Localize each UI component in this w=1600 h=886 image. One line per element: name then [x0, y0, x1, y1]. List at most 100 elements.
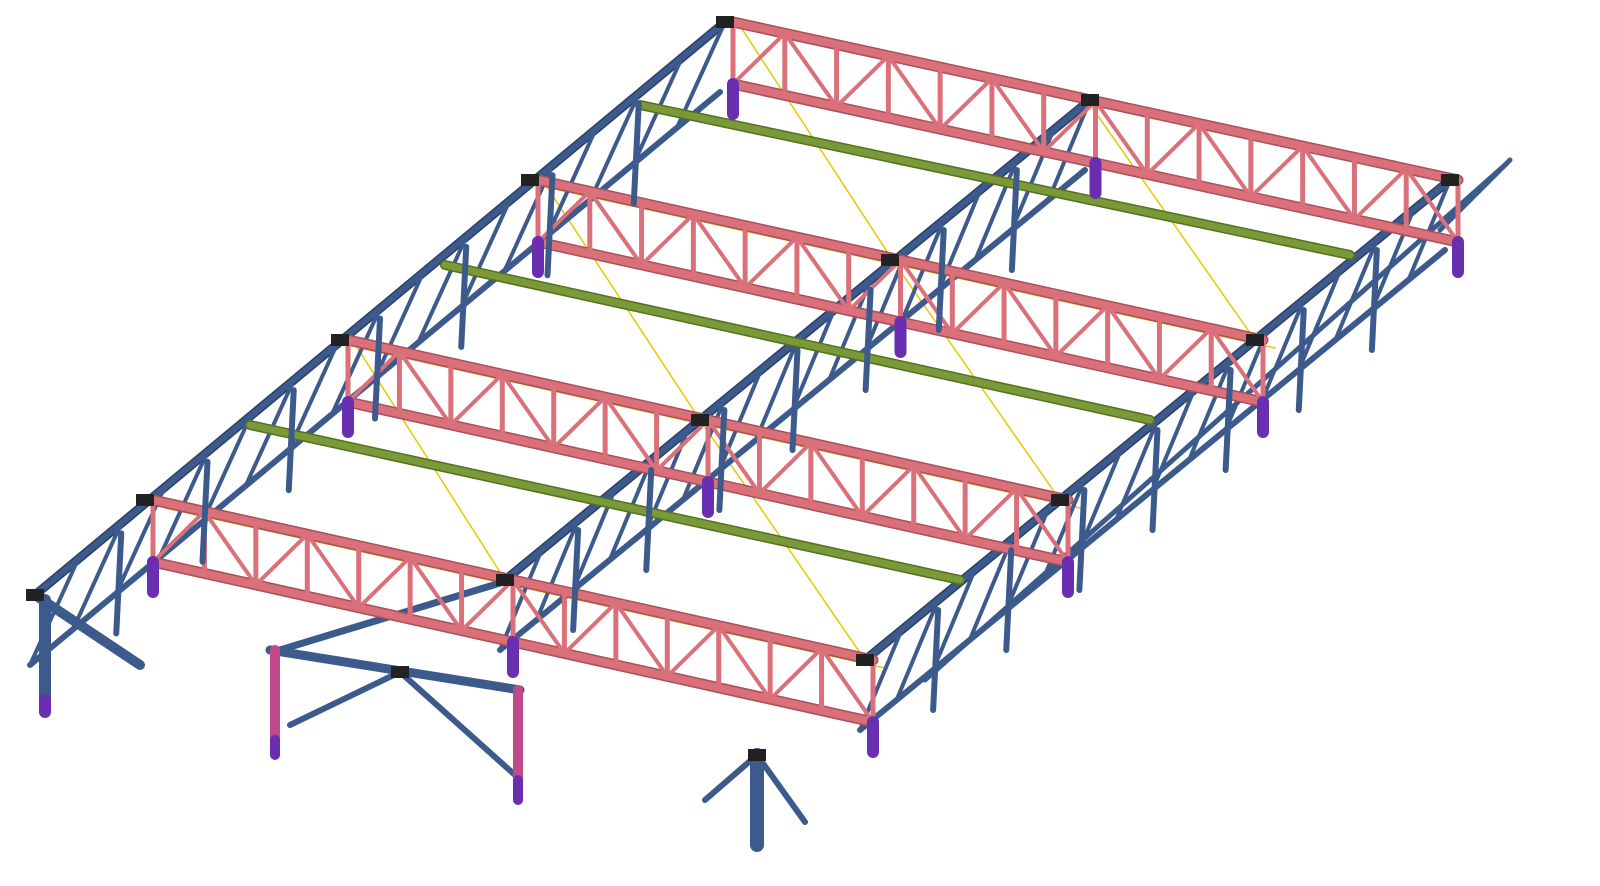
truss-diagonal	[706, 418, 762, 496]
blue-column	[1003, 547, 1015, 653]
truss-diagonal	[448, 372, 505, 427]
truss-diagonal	[603, 395, 659, 473]
portal-brace	[30, 590, 145, 670]
portal-brace	[287, 669, 403, 728]
chord-diagonal	[1046, 98, 1092, 202]
chord-diagonal	[1333, 238, 1379, 342]
truss-diagonal	[202, 509, 258, 587]
node-plate	[136, 494, 154, 506]
truss-diagonal	[1300, 144, 1357, 222]
truss-diagonal	[757, 440, 813, 496]
truss-diagonal	[1209, 326, 1265, 404]
blue-column	[935, 227, 947, 333]
chord-diagonal	[894, 598, 941, 702]
chord-diagonal	[1260, 298, 1306, 402]
blue-column	[1076, 487, 1088, 593]
blue-column	[1222, 367, 1234, 473]
node-plate	[716, 16, 734, 28]
chord-diagonal	[71, 521, 124, 632]
column-strut	[702, 752, 760, 803]
truss-diagonal	[1404, 166, 1460, 244]
node-plate	[881, 254, 899, 266]
edge-bracing	[922, 162, 1508, 683]
purlin-beam	[636, 101, 1354, 259]
truss-diagonal	[1002, 280, 1058, 359]
truss-diagonal	[1145, 121, 1202, 177]
chord-diagonal	[717, 368, 763, 472]
blue-column	[1295, 307, 1307, 413]
truss-diagonal	[691, 212, 748, 290]
truss-diagonal	[654, 418, 710, 473]
truss-diagonal	[768, 646, 824, 702]
edge-bracing	[1437, 157, 1513, 233]
chord-diagonal	[459, 199, 512, 309]
truss-diagonal	[938, 76, 994, 132]
chord-diagonal	[1077, 448, 1123, 552]
blue-column	[1368, 247, 1380, 353]
truss-diagonal	[834, 53, 891, 109]
column-strut	[754, 752, 808, 825]
truss-diagonal	[782, 31, 839, 109]
chord-diagonal	[534, 518, 581, 622]
blue-column	[789, 347, 801, 453]
blue-column	[570, 527, 582, 633]
portal-brace	[397, 669, 518, 778]
blue-column	[716, 407, 728, 513]
truss-diagonal	[716, 623, 773, 702]
truss-diagonal	[562, 600, 618, 656]
columns	[39, 78, 1464, 852]
truss-diagonal	[1053, 303, 1110, 359]
chord-diagonal	[373, 270, 426, 381]
chord-diagonal	[967, 538, 1014, 642]
truss-diagonal	[743, 235, 799, 290]
chord-diagonal	[790, 308, 837, 412]
truss-diagonal	[408, 555, 464, 633]
chord-diagonal	[200, 413, 253, 524]
node-plate	[1246, 334, 1264, 346]
truss-diagonal	[794, 235, 851, 313]
node-plate	[1051, 494, 1069, 506]
blue-column	[630, 100, 642, 207]
truss-diagonal	[1352, 166, 1409, 222]
truss-diagonal	[731, 31, 787, 86]
truss-diagonal	[846, 258, 903, 313]
truss-diagonal	[639, 212, 696, 267]
node-plate	[521, 174, 539, 186]
blue-column	[113, 530, 125, 637]
truss-diagonal	[511, 578, 567, 656]
truss-diagonal	[886, 53, 943, 132]
node-plate	[691, 414, 709, 426]
chord-diagonal	[588, 91, 641, 202]
truss-diagonal	[613, 600, 670, 679]
blue-column	[1008, 167, 1020, 273]
purlin-beam	[246, 421, 964, 584]
truss-diagonal	[1157, 326, 1214, 382]
truss-diagonal	[963, 486, 1019, 542]
blue-column	[643, 467, 655, 573]
truss-diagonal	[665, 623, 721, 679]
node-plate	[1081, 94, 1099, 106]
truss-diagonal	[819, 646, 875, 724]
truss-diagonal	[587, 189, 644, 267]
node-plate	[391, 666, 409, 678]
truss-diagonal	[911, 463, 968, 542]
blue-column	[544, 172, 556, 279]
blue-column	[1149, 427, 1161, 533]
node-plate	[26, 589, 44, 601]
chord-diagonal	[973, 158, 1019, 262]
truss-diagonal	[1014, 486, 1070, 564]
chord-diagonal	[329, 306, 382, 417]
truss-diagonal	[1248, 144, 1305, 199]
green-purlin-beams	[245, 100, 1355, 585]
blue-column	[930, 607, 942, 713]
truss-diagonal	[151, 509, 207, 564]
chord-diagonal	[931, 568, 977, 672]
node-plates	[26, 16, 1459, 761]
truss-diagonal	[551, 395, 608, 450]
blue-column	[199, 458, 211, 565]
truss-diagonal	[356, 555, 413, 610]
purlin-beam	[441, 261, 1154, 424]
truss-diagonal	[397, 349, 453, 427]
truss-diagonal	[253, 532, 310, 587]
